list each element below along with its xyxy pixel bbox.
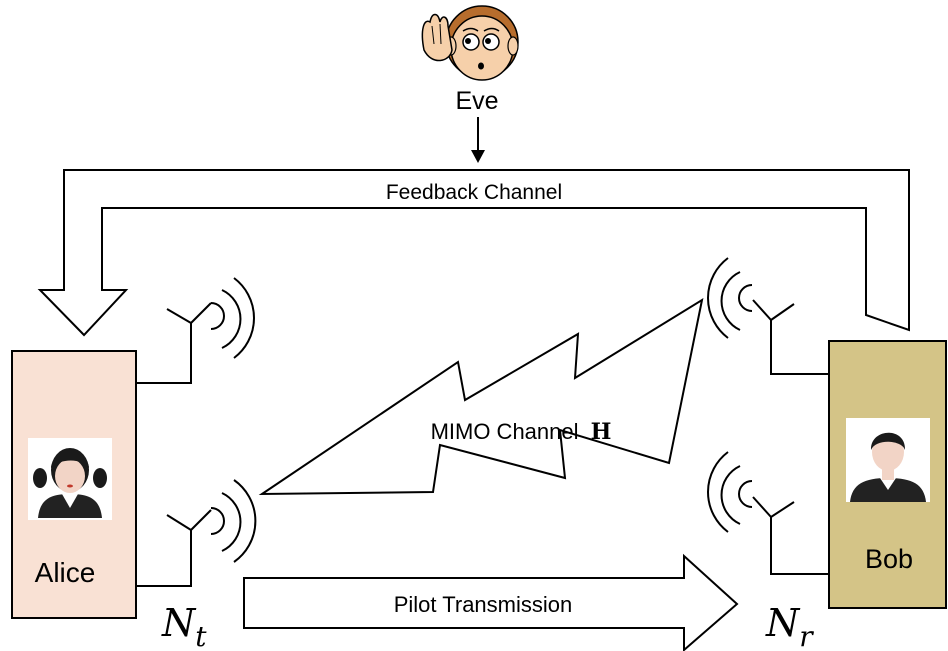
pilot-transmission-arrow: [243, 553, 739, 651]
tx-antenna-count: Nt: [161, 601, 207, 651]
bob-antenna-bottom: [707, 451, 829, 575]
alice-label: Alice: [35, 557, 96, 588]
bob-antenna-top: [707, 257, 829, 375]
mimo-channel-label: MIMO Channel H: [431, 419, 612, 445]
eve-label: Eve: [455, 87, 498, 115]
feedback-channel-arrow: [37, 169, 910, 337]
mimo-channel-bolt: [258, 297, 704, 496]
eve-arrow-head: [471, 150, 485, 163]
alice-antenna-top: [136, 277, 255, 384]
bob-label: Bob: [865, 544, 913, 574]
pilot-transmission-label: Pilot Transmission: [394, 592, 573, 617]
alice-antenna-bottom: [136, 479, 257, 587]
alice-avatar: [28, 438, 112, 520]
rx-antenna-count: Nr: [765, 601, 814, 651]
eve-avatar: [421, 5, 519, 81]
feedback-channel-label: Feedback Channel: [386, 181, 562, 204]
bob-avatar: [846, 418, 930, 502]
